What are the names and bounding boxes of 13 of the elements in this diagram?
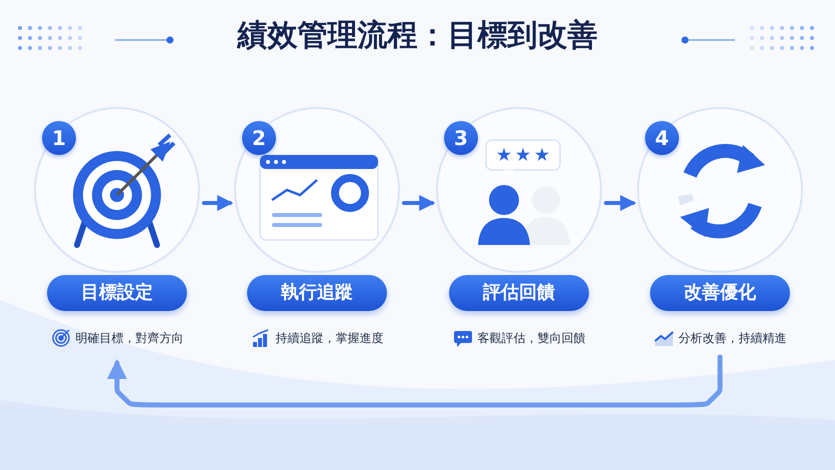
step-label: 改善優化 — [650, 275, 790, 311]
step-label: 評估回饋 — [449, 275, 589, 311]
arrow — [402, 195, 436, 211]
step-description: 明確目標，對齊方向 — [76, 330, 184, 346]
arrow — [107, 354, 722, 408]
step-description: 客觀評估，雙向回饋 — [478, 330, 586, 346]
step-description: 分析改善，持續精進 — [678, 330, 786, 346]
title: 績效管理流程：目標到改善 — [238, 17, 598, 55]
arrow — [604, 195, 636, 211]
step-description: 持續追蹤，掌握進度 — [276, 330, 384, 346]
arrow — [202, 195, 234, 211]
step-label: 目標設定 — [47, 275, 187, 311]
step-label: 執行追蹤 — [247, 275, 387, 311]
